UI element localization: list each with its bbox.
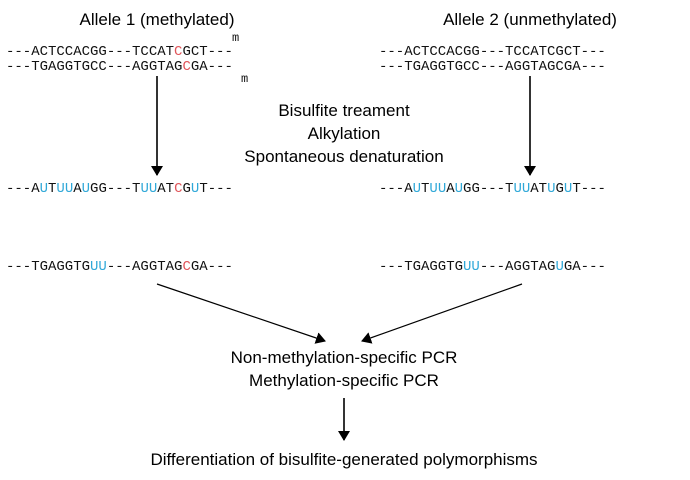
uracil-base: U xyxy=(555,259,564,275)
allele2-bottom-strand: ---TGAGGTGCC---AGGTAGCGA--- xyxy=(379,59,606,75)
sequence-segment: ---TGAGGTGCC---AGGTAGCGA--- xyxy=(379,59,606,75)
methyl-mark-top: m xyxy=(232,31,240,45)
uracil-base: U xyxy=(39,181,49,197)
uracil-base: U xyxy=(412,181,422,197)
uracil-base: U xyxy=(454,181,464,197)
allele1-top-strand: ---ACTCCACGG---TCCATCGCT--- xyxy=(6,44,233,60)
sequence-segment: ---AGGTAG xyxy=(479,259,556,275)
allele2-converted-top: ---AUTUUAUGG---TUUATUGUT--- xyxy=(379,181,606,197)
uracil-base: U xyxy=(190,181,200,197)
uracil-base: UU xyxy=(513,181,531,197)
uracil-base: U xyxy=(547,181,556,197)
uracil-base: UU xyxy=(90,259,107,275)
sequence-segment: G xyxy=(555,181,564,197)
sequence-segment: ---TGAGGTG xyxy=(6,259,91,275)
step-denaturation: Spontaneous denaturation xyxy=(244,147,444,166)
sequence-segment: ---A xyxy=(6,181,40,197)
allele2-title: Allele 2 (unmethylated) xyxy=(443,10,617,29)
methyl-cytosine-base: C xyxy=(174,44,183,60)
pcr-methylation: Methylation-specific PCR xyxy=(249,371,439,390)
pcr-nonmethylation: Non-methylation-specific PCR xyxy=(230,348,458,367)
sequence-segment: AT xyxy=(157,181,175,197)
allele1-converted-top: ---AUTUUAUGG---TUUATCGUT--- xyxy=(6,181,233,197)
sequence-segment: T--- xyxy=(572,181,606,197)
methyl-cytosine-base: C xyxy=(182,259,191,275)
uracil-base: U xyxy=(81,181,91,197)
arrow-allele1-to-pcr xyxy=(156,283,326,344)
sequence-segment: ---ACTCCACGG---TCCATCGCT--- xyxy=(379,44,606,60)
sequence-segment: GA--- xyxy=(190,259,233,275)
allele1-bottom-strand: ---TGAGGTGCC---AGGTAGCGA--- xyxy=(6,59,233,75)
sequence-segment: ---A xyxy=(379,181,413,197)
arrow-allele2-to-pcr xyxy=(361,283,523,344)
sequence-segment: T xyxy=(48,181,57,197)
sequence-segment: T--- xyxy=(199,181,233,197)
uracil-base: UU xyxy=(463,259,480,275)
sequence-segment: G xyxy=(182,181,191,197)
sequence-segment: ---TGAGGTG xyxy=(379,259,464,275)
sequence-segment: GG---T xyxy=(463,181,514,197)
sequence-segment: A xyxy=(73,181,82,197)
sequence-segment: ---ACTCCACGG---TCCAT xyxy=(6,44,175,60)
step-alkylation: Alkylation xyxy=(307,124,381,143)
methyl-mark-bottom: m xyxy=(241,72,249,86)
sequence-segment: ---TGAGGTGCC---AGGTAG xyxy=(6,59,183,75)
allele1-title: Allele 1 (methylated) xyxy=(79,10,235,29)
sequence-segment: GA--- xyxy=(190,59,233,75)
result-text: Differentiation of bisulfite-generated p… xyxy=(150,450,538,469)
sequence-segment: AT xyxy=(530,181,548,197)
uracil-base: U xyxy=(563,181,573,197)
sequence-segment: GG---T xyxy=(90,181,141,197)
step-bisulfite: Bisulfite treament xyxy=(278,101,410,120)
sequence-segment: A xyxy=(446,181,455,197)
uracil-base: UU xyxy=(140,181,158,197)
sequence-segment: GA--- xyxy=(563,259,606,275)
sequence-segment: ---AGGTAG xyxy=(106,259,183,275)
sequence-segment: T xyxy=(421,181,430,197)
uracil-base: UU xyxy=(56,181,74,197)
uracil-base: UU xyxy=(429,181,447,197)
sequence-segment: GCT--- xyxy=(182,44,233,60)
allele1-converted-bottom: ---TGAGGTGUU---AGGTAGCGA--- xyxy=(6,259,233,275)
methyl-cytosine-base: C xyxy=(182,59,191,75)
allele2-converted-bottom: ---TGAGGTGUU---AGGTAGUGA--- xyxy=(379,259,606,275)
methyl-cytosine-base: C xyxy=(174,181,183,197)
allele2-top-strand: ---ACTCCACGG---TCCATCGCT--- xyxy=(379,44,606,60)
